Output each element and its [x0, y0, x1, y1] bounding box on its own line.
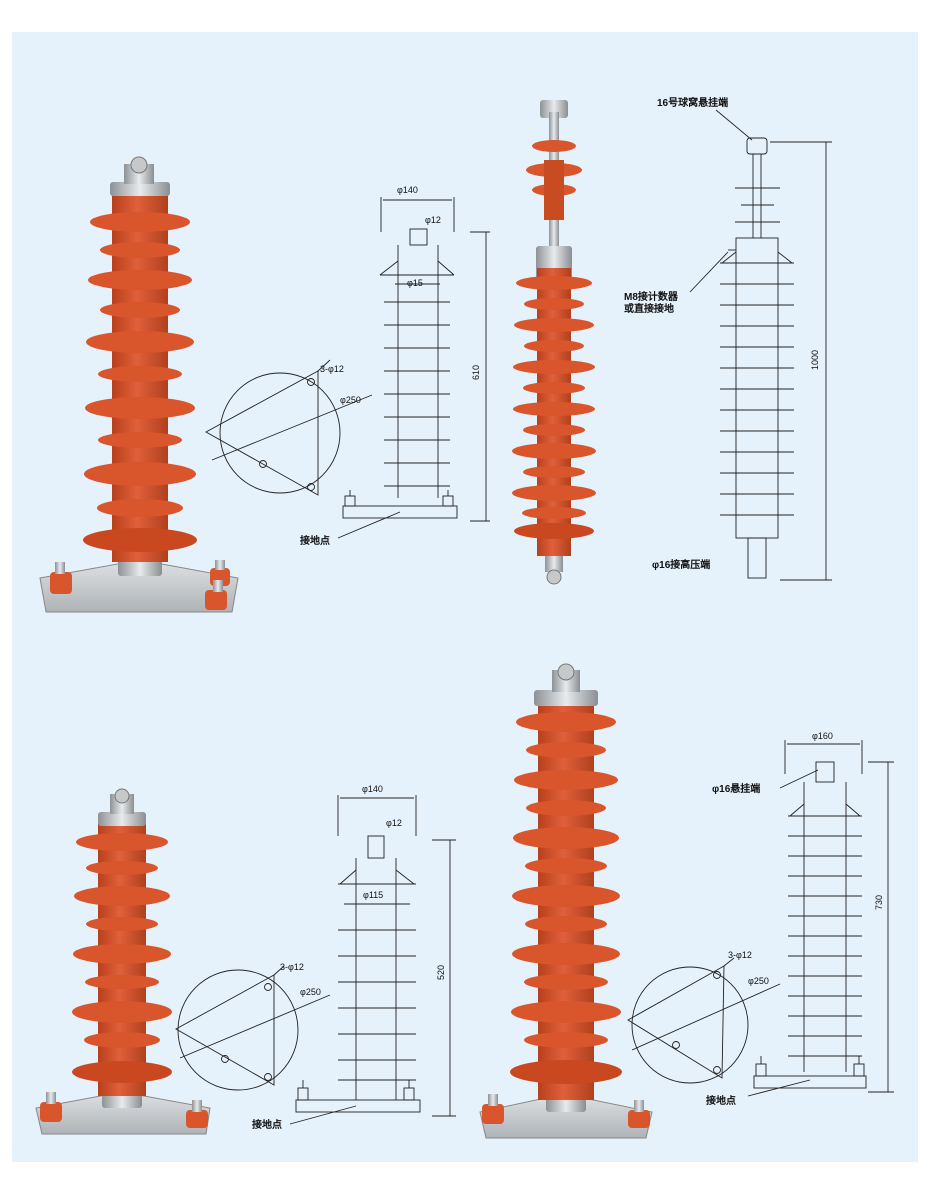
dim-1-top-width: φ140 [397, 185, 418, 195]
dim-1-circle: φ250 [340, 395, 361, 405]
diagram-3 [175, 795, 456, 1125]
label-2-top-fitting: 16号球窝悬挂端 [657, 96, 728, 109]
sheds-photo-4 [510, 712, 622, 1084]
dim-3-top-width: φ140 [362, 784, 383, 794]
arrester-photo-3 [35, 788, 211, 1135]
dim-3-height: 520 [436, 965, 446, 980]
dim-1-bolts: 3-φ12 [320, 364, 344, 374]
dim-3-hole: φ12 [386, 818, 402, 828]
dim-3-core: φ115 [363, 890, 383, 900]
diagram-2 [689, 109, 832, 581]
label-4-top-terminal: φ16悬挂端 [712, 782, 760, 795]
dim-1-height: 610 [471, 365, 481, 380]
dim-2-height: 1000 [810, 350, 820, 370]
dim-4-top-width: φ160 [812, 731, 833, 741]
dim-1-core: φ15 [407, 278, 423, 288]
label-1-ground: 接地点 [300, 534, 330, 547]
dim-3-circle: φ250 [300, 987, 321, 997]
sheds-photo-1 [83, 212, 197, 552]
label-3-ground: 接地点 [252, 1118, 282, 1131]
dim-4-height: 730 [874, 895, 884, 910]
diagram-4 [627, 740, 894, 1097]
dim-4-bolts: 3-φ12 [728, 950, 752, 960]
label-2-counter-line1: M8接计数器 [624, 290, 679, 303]
dim-3-bolts: 3-φ12 [280, 962, 304, 972]
sheds-photo-2 [512, 276, 596, 539]
arrester-photo-4 [479, 663, 653, 1139]
dim-4-circle: φ250 [748, 976, 769, 986]
dim-1-hole: φ12 [425, 215, 441, 225]
label-2-counter-line2: 或直接接地 [624, 302, 674, 315]
arrester-photo-2 [512, 100, 596, 585]
sheds-photo-3 [72, 833, 172, 1083]
label-4-ground: 接地点 [706, 1094, 736, 1107]
arrester-photo-1 [39, 156, 239, 613]
label-2-bottom-terminal: φ16接高压端 [652, 558, 710, 571]
diagram-1 [205, 197, 490, 539]
